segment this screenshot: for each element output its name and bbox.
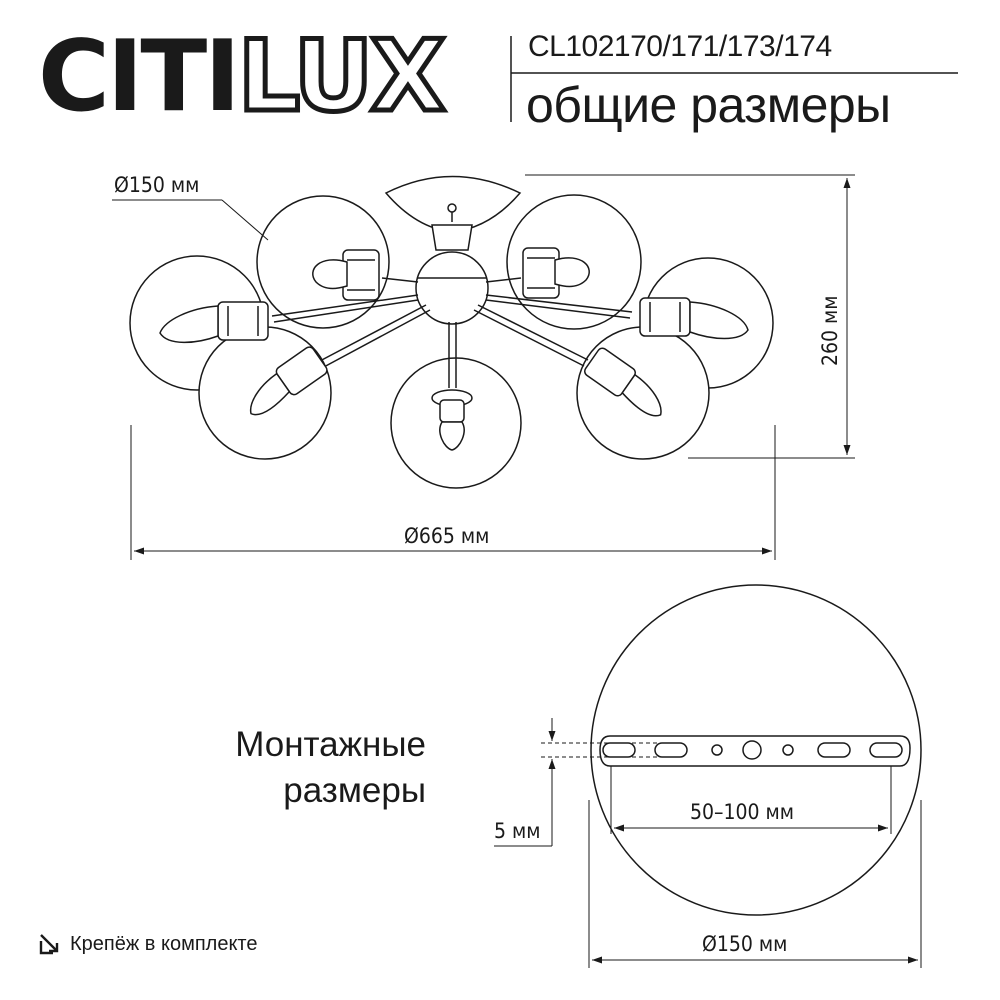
logo-part-outline: LUX [235, 20, 448, 135]
base-diameter-label: Ø150 мм [702, 932, 787, 956]
bracket-thickness-label: 5 мм [494, 819, 541, 843]
overall-diameter-label: Ø665 мм [404, 524, 489, 548]
header-rules [510, 36, 958, 122]
page-subtitle: общие размеры [526, 77, 891, 133]
glass-diameter-label: Ø150 мм [114, 173, 199, 197]
mounting-title-line2: размеры [283, 771, 426, 810]
fasteners-note-text: Крепёж в комплекте [70, 932, 258, 955]
dimension-lines [112, 174, 855, 560]
mounting-title: Монтажные размеры [235, 722, 426, 814]
arrow-into-box-icon [39, 934, 59, 955]
citilux-logo: CITILUX [38, 20, 448, 135]
mounting-title-line1: Монтажные [235, 725, 426, 764]
height-label: 260 мм [818, 295, 842, 366]
mounting-bracket [599, 735, 911, 767]
model-number: CL102170/171/173/174 [528, 30, 832, 63]
center-hub [415, 251, 489, 325]
chandelier-side-view [129, 175, 774, 489]
fasteners-note: Крепёж в комплекте [38, 932, 257, 956]
mounting-base-view [590, 584, 922, 916]
logo-part-solid: CITI [38, 20, 241, 134]
mounting-dimension-lines [494, 718, 922, 968]
center-stem [431, 224, 473, 251]
bracket-centerline [541, 742, 680, 758]
bracket-span-label: 50–100 мм [690, 800, 794, 824]
